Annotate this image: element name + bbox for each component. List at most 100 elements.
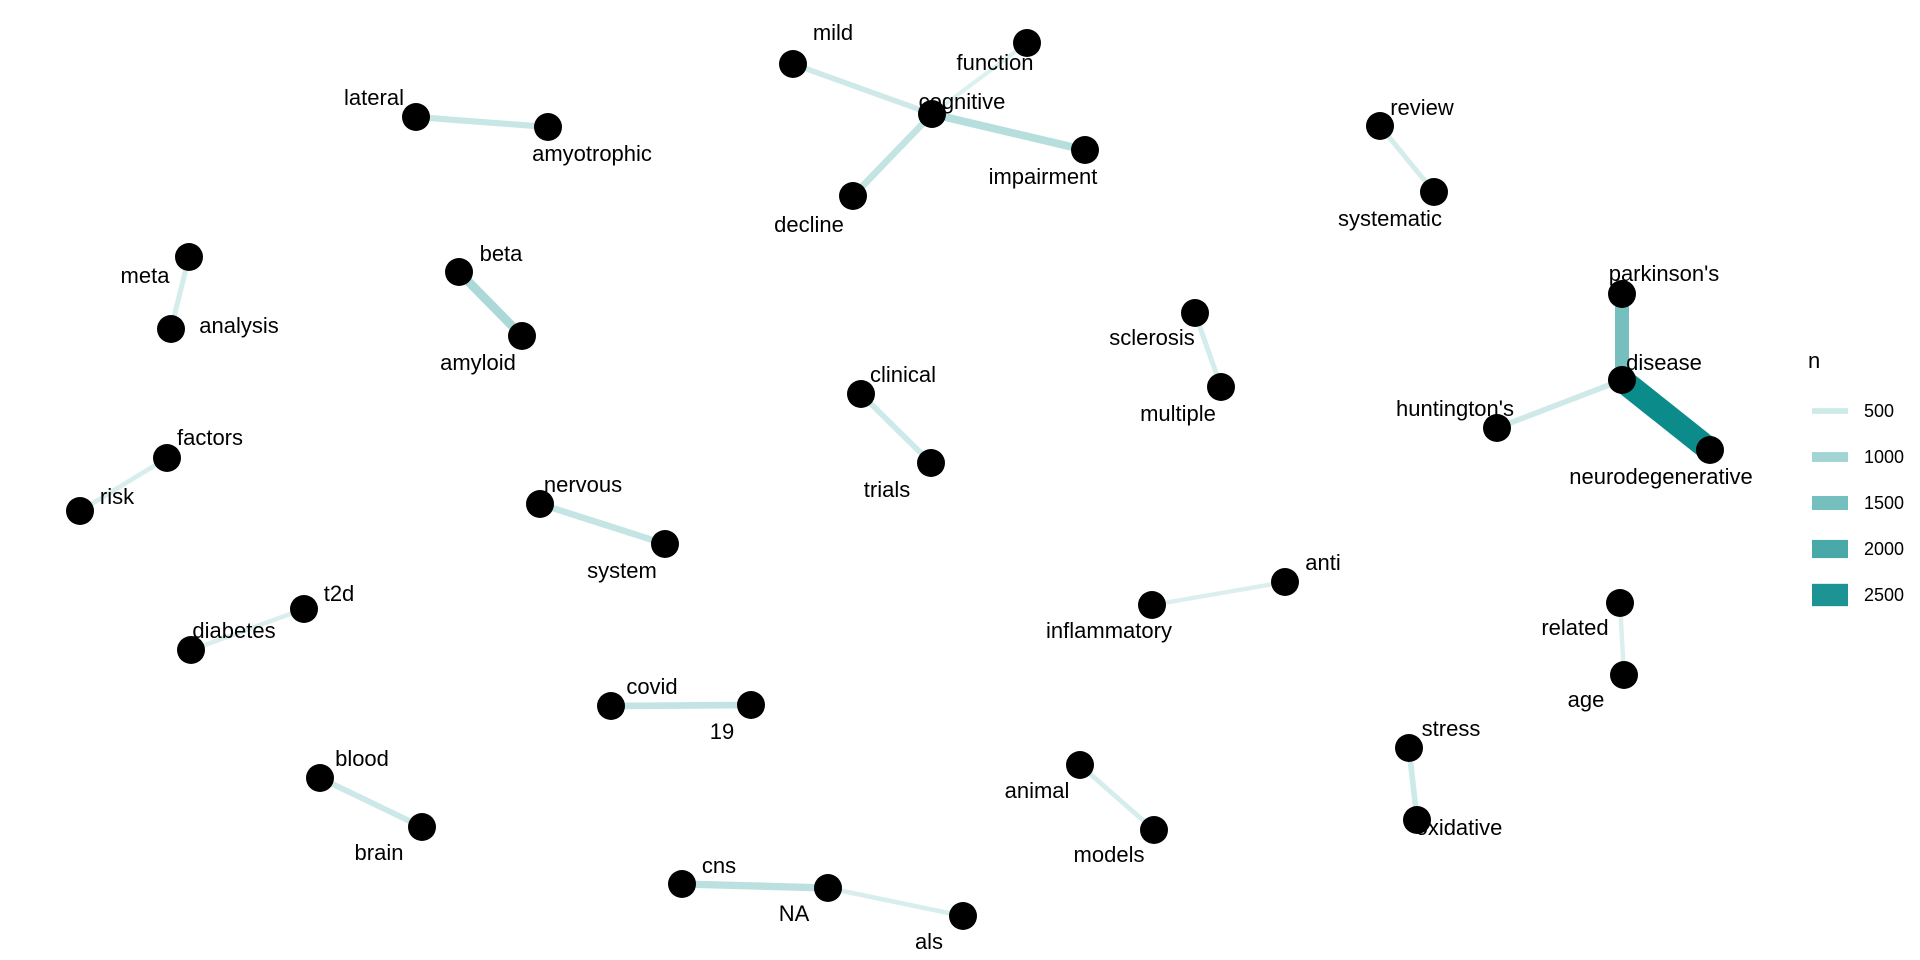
node-analysis [157,315,185,343]
node-als [949,902,977,930]
node-diabetes [177,636,205,664]
node-label-als: als [915,929,943,954]
labels-layer: lateralamyotrophicmildfunctioncognitivei… [100,20,1753,954]
node-stress [1395,734,1423,762]
node-label-age: age [1568,687,1605,712]
edge-t2d-diabetes [190,606,305,653]
node-lateral [402,103,430,131]
node-t2d [290,595,318,623]
edge-covid-n19 [610,701,752,710]
node-label-system: system [587,558,657,583]
node-animal [1066,751,1094,779]
legend-key-2000 [1812,539,1848,559]
node-decline [839,182,867,210]
node-label-systematic: systematic [1338,206,1442,231]
node-label-sclerosis: sclerosis [1109,325,1195,350]
node-label-anti: anti [1305,550,1340,575]
node-models [1140,816,1168,844]
node-label-t2d: t2d [324,581,355,606]
node-label-nervous: nervous [544,472,622,497]
node-mild [779,50,807,78]
node-disease [1608,366,1636,394]
node-neurodegenerative [1696,436,1724,464]
node-label-related: related [1541,615,1608,640]
legend-key-500 [1812,408,1848,414]
node-n19 [737,691,765,719]
edge-na-als [827,885,964,919]
edge-huntingtons-disease [1496,377,1623,431]
node-label-oxidative: oxidative [1416,815,1503,840]
node-label-amyloid: amyloid [440,350,516,375]
node-blood [306,764,334,792]
node-label-na: NA [779,901,810,926]
node-trials [917,449,945,477]
node-factors [153,444,181,472]
legend-key-2500 [1812,583,1848,607]
node-label-cns: cns [702,853,736,878]
legend-key-1000 [1812,452,1848,462]
node-huntingtons [1483,414,1511,442]
node-amyotrophic [534,113,562,141]
node-label-huntingtons: huntington's [1396,396,1514,421]
node-systematic [1420,178,1448,206]
node-brain [408,813,436,841]
node-cns [668,870,696,898]
node-inflammatory [1138,591,1166,619]
node-related [1606,589,1634,617]
edge-lateral-amyotrophic [415,113,549,131]
node-label-multiple: multiple [1140,401,1216,426]
node-age [1610,661,1638,689]
edge-review-systematic [1378,124,1436,194]
node-label-stress: stress [1422,716,1481,741]
node-review [1366,112,1394,140]
edge-blood-brain [318,775,424,830]
edge-beta-amyloid [455,268,526,340]
edge-cns-na [681,880,829,892]
node-parkinsons [1608,280,1636,308]
node-label-factors: factors [177,425,243,450]
node-label-covid: covid [626,674,677,699]
nodes-layer [66,29,1724,930]
node-label-blood: blood [335,746,389,771]
node-risk [66,497,94,525]
node-label-diabetes: diabetes [192,618,275,643]
node-amyloid [508,322,536,350]
node-nervous [526,490,554,518]
legend-title: n [1808,348,1820,373]
node-multiple [1207,373,1235,401]
node-label-inflammatory: inflammatory [1046,618,1172,643]
node-system [651,530,679,558]
edge-mild-cognitive [792,61,933,117]
node-label-parkinsons: parkinson's [1609,261,1720,286]
node-label-neurodegenerative: neurodegenerative [1569,464,1752,489]
node-label-decline: decline [774,212,844,237]
node-label-mild: mild [813,20,853,45]
node-function [1013,29,1041,57]
node-label-analysis: analysis [199,313,278,338]
node-oxidative [1403,806,1431,834]
node-impairment [1071,136,1099,164]
node-anti [1271,568,1299,596]
node-sclerosis [1181,299,1209,327]
node-label-impairment: impairment [989,164,1098,189]
node-label-amyotrophic: amyotrophic [532,141,652,166]
legend-label-1500: 1500 [1864,493,1904,513]
node-label-function: function [956,50,1033,75]
legend-key-1500 [1812,496,1848,510]
legend-label-2000: 2000 [1864,539,1904,559]
node-label-meta: meta [121,263,171,288]
node-label-lateral: lateral [344,85,404,110]
edge-disease-neurodegenerative [1614,370,1718,460]
node-label-models: models [1074,842,1145,867]
legend-label-1000: 1000 [1864,447,1904,467]
node-label-risk: risk [100,484,135,509]
node-beta [445,258,473,286]
edge-cognitive-decline [850,111,935,199]
legend-label-2500: 2500 [1864,585,1904,605]
node-na [814,874,842,902]
node-label-brain: brain [355,840,404,865]
node-label-clinical: clinical [870,362,936,387]
node-covid [597,692,625,720]
